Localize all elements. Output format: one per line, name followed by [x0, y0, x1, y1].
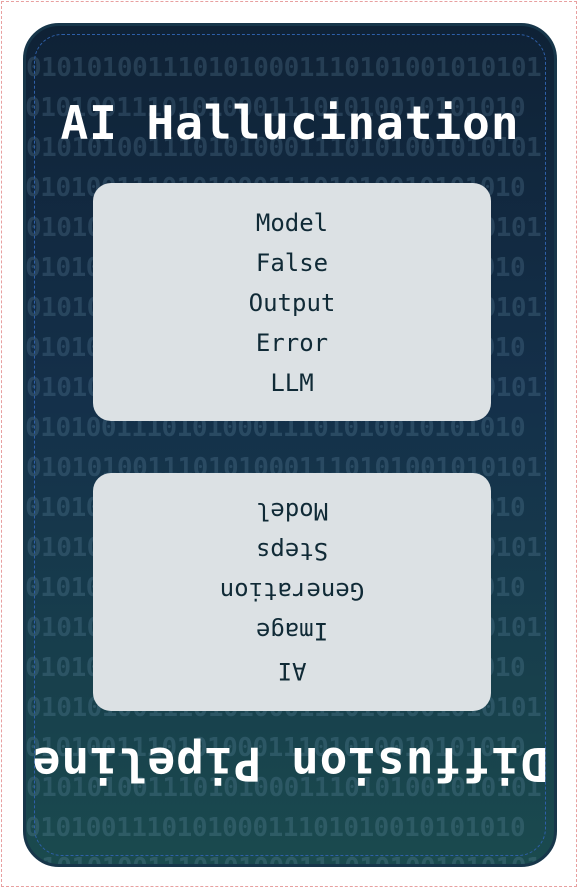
bottom-panel: AI Image Generation Steps Model [93, 473, 491, 711]
bottom-word: Generation [219, 577, 365, 605]
binary-row: 0101010011101010001110101001010101 [26, 848, 554, 864]
title-bottom: Diffusion Pipeline [31, 737, 549, 791]
top-word: Output [248, 289, 336, 317]
title-top: AI Hallucination [60, 96, 520, 150]
top-word: False [255, 249, 329, 277]
bottom-word-list: AI Image Generation Steps Model [93, 491, 491, 691]
top-panel: Model False Output Error LLM [93, 183, 491, 421]
bottom-word: AI [277, 657, 307, 685]
top-word: LLM [270, 369, 314, 397]
top-word-list: Model False Output Error LLM [93, 203, 491, 403]
top-word: Error [255, 329, 329, 357]
bottom-word: Image [255, 617, 329, 645]
bottom-word: Steps [255, 537, 329, 565]
binary-row: 1010100111010100011101010010101010 [26, 813, 526, 843]
binary-row: 0101010011101010001110101001010101 [26, 53, 542, 83]
card: 0101010011101010001110101001010101 101010… [23, 23, 557, 867]
bottom-word: Model [255, 497, 329, 525]
binary-row: 1010100111010100011101010010101010 [26, 733, 526, 763]
binary-row: 0101010011101010001110101001010101 [26, 133, 542, 163]
binary-row: 0101010011101010001110101001010101 [26, 773, 542, 803]
top-word: Model [255, 209, 329, 237]
binary-row: 1010100111010100011101010010101010 [26, 93, 526, 123]
